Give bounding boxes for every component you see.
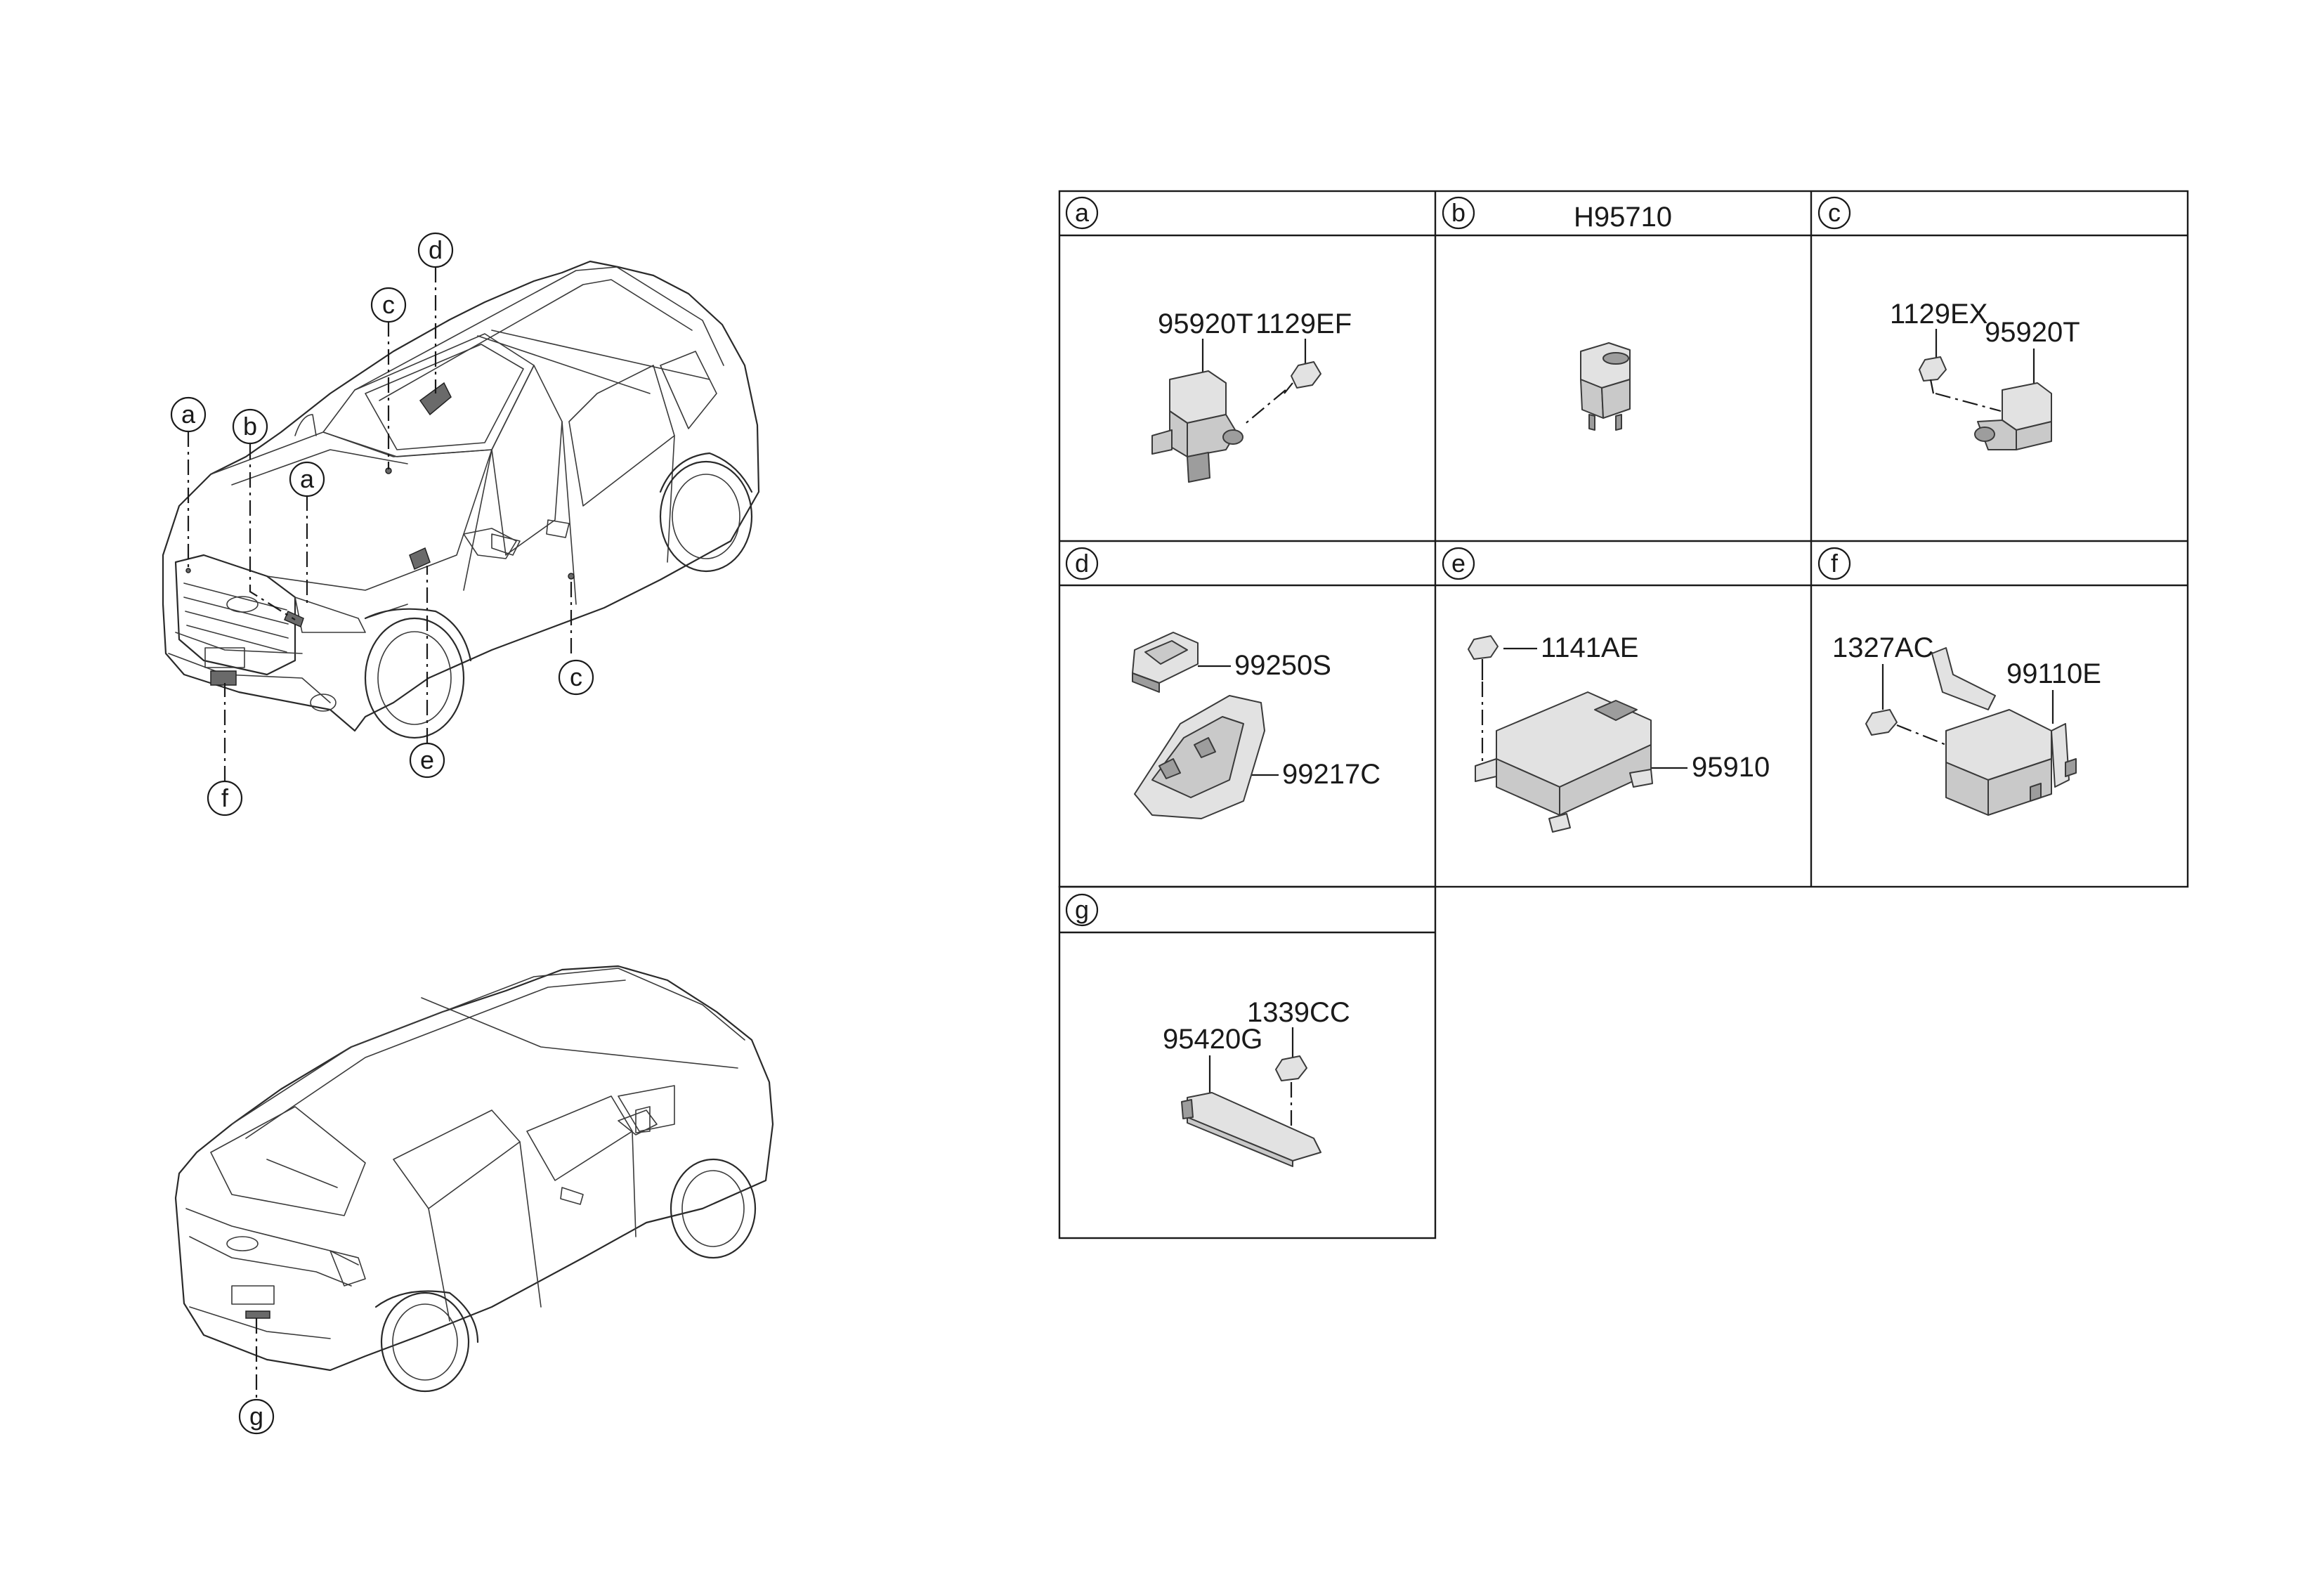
impact-sensor-c-icon xyxy=(1974,382,2052,450)
callout-d-windshield-camera: d xyxy=(417,232,454,268)
svg-text:f: f xyxy=(221,783,229,812)
svg-text:a: a xyxy=(1075,198,1090,227)
callout-e-airbag-module: e xyxy=(409,742,445,779)
svg-text:d: d xyxy=(429,235,443,264)
part-label-99110e: 99110E xyxy=(2006,658,2101,689)
svg-text:d: d xyxy=(1075,549,1089,578)
sensor-unit-icon xyxy=(1580,342,1631,431)
nut-icon xyxy=(1865,709,1898,736)
cell-header-c: c xyxy=(1817,196,1851,230)
screw-icon xyxy=(1468,635,1499,680)
part-label-1339cc: 1339CC xyxy=(1247,997,1350,1028)
callout-f-front-radar: f xyxy=(207,780,243,816)
callout-c-door-sensor: c xyxy=(558,659,594,696)
camera-bracket-icon xyxy=(1134,695,1265,819)
bolt-c-icon xyxy=(1919,356,1947,394)
impact-sensor-icon xyxy=(1151,370,1243,483)
part-label-95910: 95910 xyxy=(1692,752,1770,783)
svg-text:a: a xyxy=(300,464,315,493)
cell-header-b: b H95710 xyxy=(1442,196,1672,233)
svg-text:b: b xyxy=(243,412,257,441)
svg-text:a: a xyxy=(181,400,196,429)
svg-text:f: f xyxy=(1831,549,1839,578)
part-label-1129ex: 1129EX xyxy=(1890,299,1987,330)
radar-unit-icon xyxy=(1931,647,2077,816)
callout-g-rear-antenna: g xyxy=(238,1398,275,1435)
callout-c-pillar-sensor: c xyxy=(370,287,407,323)
cell-d-contents: 99250S 99217C xyxy=(1132,632,1380,819)
cell-header-e: e xyxy=(1442,547,1475,580)
svg-text:g: g xyxy=(249,1402,263,1431)
cell-e-contents: 1141AE 95910 xyxy=(1468,632,1770,833)
svg-text:e: e xyxy=(420,746,434,774)
svg-text:e: e xyxy=(1451,549,1465,578)
svg-text:c: c xyxy=(570,663,582,691)
cell-a-contents: 95920T 1129EF xyxy=(1151,308,1352,483)
svg-text:c: c xyxy=(1828,198,1841,227)
cell-g-contents: 1339CC 95420G xyxy=(1163,997,1350,1167)
callout-a-headlight-sensor: a xyxy=(289,461,325,497)
cell-b-contents xyxy=(1580,342,1631,431)
front-callouts: a b a c d c e f xyxy=(170,232,594,816)
cell-header-a: a xyxy=(1065,196,1099,230)
callout-a-grille-sensor: a xyxy=(170,396,207,433)
svg-text:b: b xyxy=(1451,198,1465,227)
cell-b-part-number: H95710 xyxy=(1574,202,1672,233)
antenna-bar-icon xyxy=(1181,1092,1321,1167)
part-label-95420g: 95420G xyxy=(1163,1024,1262,1055)
cell-f-contents: 1327AC 99110E xyxy=(1832,632,2101,816)
part-label-95920t-c: 95920T xyxy=(1985,317,2080,348)
cell-header-d: d xyxy=(1065,547,1099,580)
cell-header-f: f xyxy=(1817,547,1851,580)
parts-table xyxy=(1058,190,2189,1239)
camera-cover-icon xyxy=(1132,632,1199,693)
part-label-1327ac: 1327AC xyxy=(1832,632,1934,663)
part-label-1129ef: 1129EF xyxy=(1255,308,1352,339)
part-label-99217c: 99217C xyxy=(1282,759,1380,790)
cell-c-contents: 1129EX 95920T xyxy=(1890,299,2080,450)
airbag-module-icon xyxy=(1475,691,1653,833)
rear-vehicle-illustration xyxy=(174,965,774,1393)
part-label-1141ae: 1141AE xyxy=(1541,632,1638,663)
bolt-icon xyxy=(1284,361,1321,394)
svg-text:g: g xyxy=(1075,895,1089,924)
part-label-95920t: 95920T xyxy=(1158,308,1253,339)
svg-text:c: c xyxy=(382,290,395,319)
antenna-nut-icon xyxy=(1275,1055,1307,1081)
cell-header-g: g xyxy=(1065,893,1099,927)
part-label-99250s: 99250S xyxy=(1234,650,1331,681)
callout-b-grille-unit: b xyxy=(232,408,268,445)
front-callout-leaders xyxy=(187,267,573,781)
front-vehicle-illustration xyxy=(162,260,760,739)
